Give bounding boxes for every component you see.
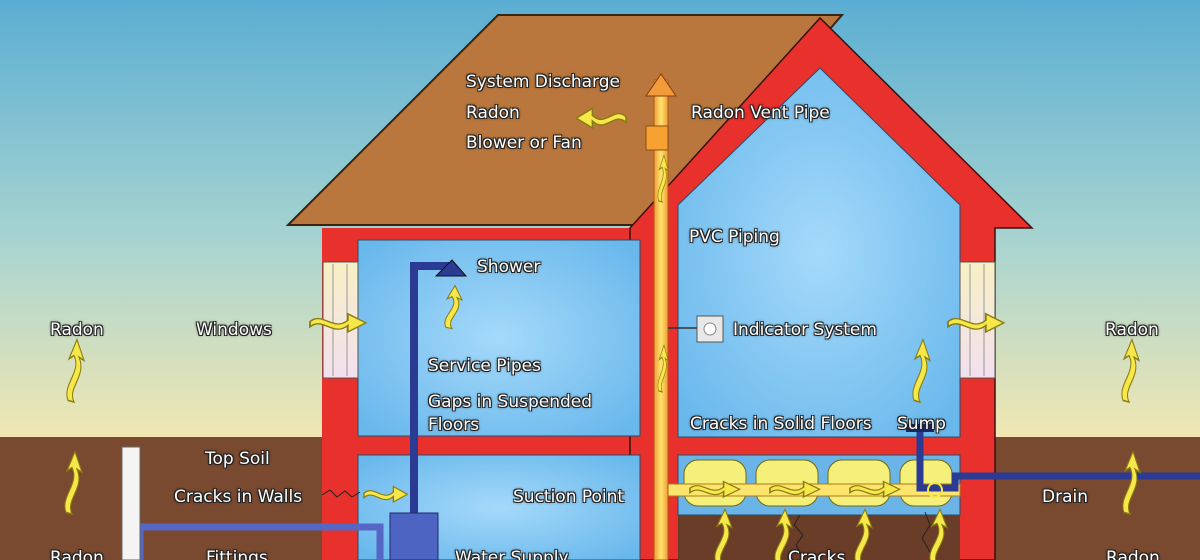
label-suction-point: Suction Point — [513, 487, 625, 507]
label-shower: Shower — [477, 257, 541, 277]
blower-fan — [645, 125, 669, 151]
fittings-pipe — [121, 446, 141, 560]
label-cracks-in-walls: Cracks in Walls — [174, 487, 303, 507]
label-radon-top: Radon — [466, 103, 520, 123]
label-gaps-in-suspended-floors: Gaps in Suspended Floors — [428, 392, 593, 435]
label-blower-or-fan: Blower or Fan — [466, 133, 582, 153]
label-sump: Sump — [897, 414, 946, 434]
label-top-soil: Top Soil — [205, 449, 270, 469]
water-tank — [389, 512, 439, 560]
label-service-pipes: Service Pipes — [428, 356, 541, 376]
label-radon-vent-pipe: Radon Vent Pipe — [691, 103, 830, 123]
label-cracks-in-solid-floors: Cracks in Solid Floors — [690, 414, 872, 434]
label-fittings: Fittings — [206, 548, 268, 560]
label-cracks: Cracks — [788, 548, 846, 560]
label-water-supply: Water Supply — [455, 548, 569, 560]
label-system-discharge: System Discharge — [466, 72, 620, 92]
upper-left-room — [357, 239, 641, 437]
label-radon-bottom-left: Radon — [50, 548, 104, 560]
label-radon-right: Radon — [1105, 320, 1159, 340]
label-drain: Drain — [1042, 487, 1088, 507]
service-pipe — [410, 262, 450, 560]
shower-head — [434, 259, 468, 277]
label-radon-left: Radon — [50, 320, 104, 340]
label-windows: Windows — [196, 320, 272, 340]
label-pvc-piping: PVC Piping — [689, 227, 780, 247]
label-indicator-system: Indicator System — [733, 320, 877, 340]
radon-vent-pipe — [653, 79, 669, 560]
label-radon-bottom-right: Radon — [1106, 548, 1160, 560]
drain-pipe — [916, 430, 1200, 492]
